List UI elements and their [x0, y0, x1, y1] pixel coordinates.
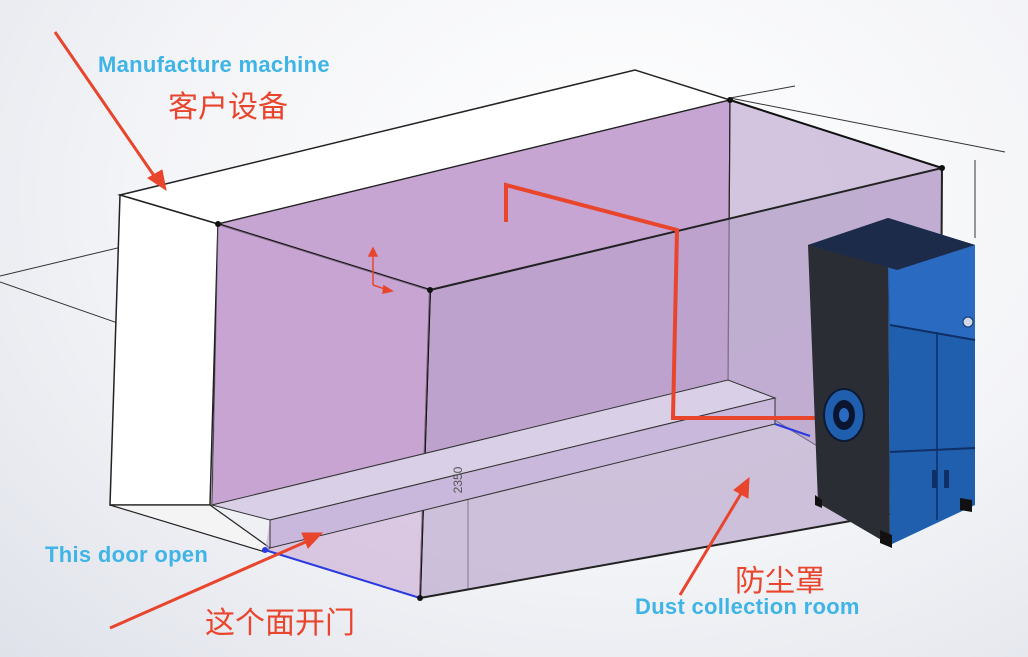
arrow-to-machine — [53, 31, 159, 181]
dust-room-label-en: Dust collection room — [635, 594, 860, 619]
duct-path — [504, 182, 840, 420]
arrow-to-dust-room — [678, 491, 744, 596]
height-dimension-label: 2350 — [451, 466, 465, 493]
origin-marker-icon — [367, 246, 394, 294]
manufacture-machine-box — [109, 69, 733, 553]
door-open-label-en: This door open — [45, 542, 209, 567]
arrow-to-door — [109, 538, 311, 630]
manufacture-machine-label-en: Manufacture machine — [98, 52, 330, 77]
dust-room-label-cn: 防尘罩 — [735, 564, 825, 599]
dust-collector-cabinet — [808, 218, 976, 548]
manufacture-machine-label-cn: 客户设备 — [168, 90, 288, 125]
callout-arrows — [53, 31, 750, 630]
door-open-label-cn: 这个面开门 — [205, 606, 355, 641]
